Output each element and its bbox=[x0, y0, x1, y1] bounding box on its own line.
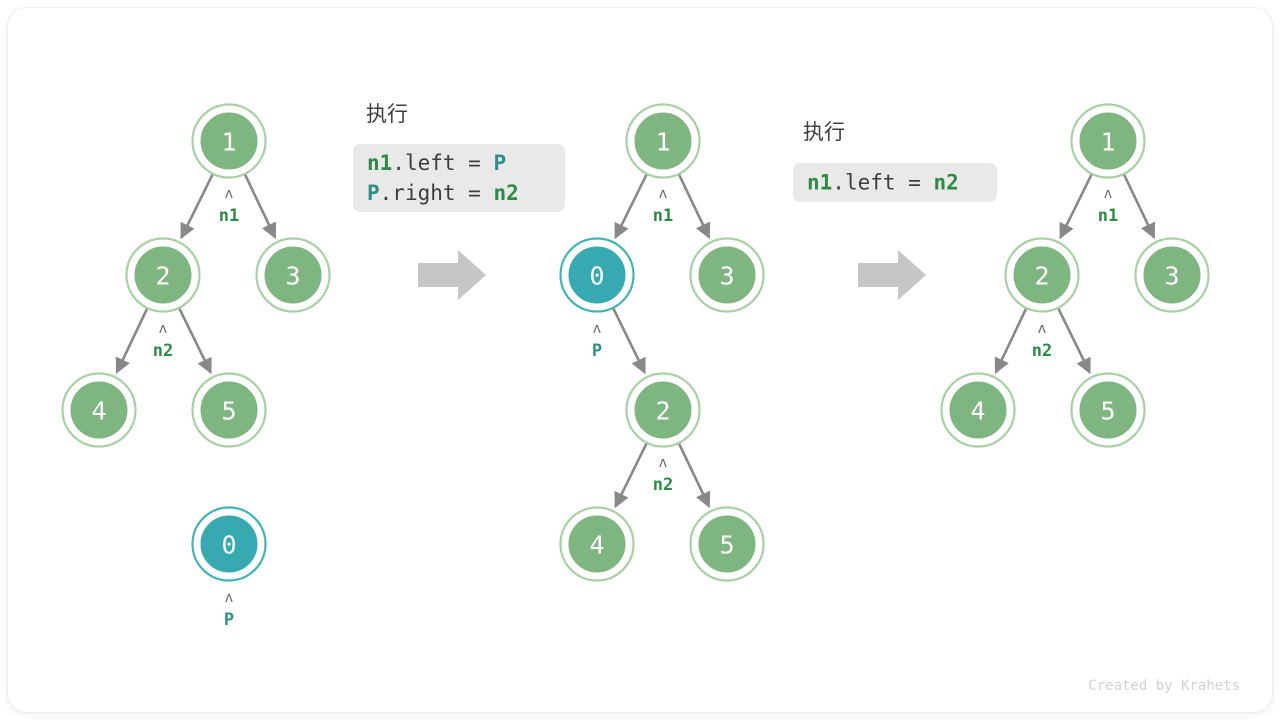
pointer-caret-icon: ʌ bbox=[1104, 186, 1112, 202]
pointer-label: P bbox=[224, 610, 234, 630]
node-value: 4 bbox=[970, 397, 985, 426]
tree-node-1: 1 bbox=[191, 103, 267, 179]
tree-node-4: 4 bbox=[940, 372, 1016, 448]
pointer-label: n1 bbox=[219, 206, 239, 226]
tree-node-4: 4 bbox=[559, 506, 635, 582]
node-value: 0 bbox=[589, 262, 604, 291]
node-layer: 1 2 3 4 5 0 1 0 3 2 4 5 1 2 3 4 5 bbox=[61, 103, 1210, 582]
pointer-n2: ʌ n2 bbox=[1032, 321, 1052, 361]
node-value: 5 bbox=[719, 531, 734, 560]
node-value: 2 bbox=[1034, 262, 1049, 291]
tree-edge bbox=[243, 174, 277, 239]
tree-node-2: 2 bbox=[1004, 237, 1080, 313]
code-box bbox=[793, 163, 997, 202]
tree-node-1: 1 bbox=[625, 103, 701, 179]
tree-edge bbox=[614, 174, 648, 240]
node-value: 4 bbox=[589, 531, 604, 560]
step-arrow-1 bbox=[418, 250, 486, 300]
tree-node-5: 5 bbox=[689, 506, 765, 582]
pointer-n1: ʌ n1 bbox=[653, 186, 673, 226]
pointer-label: n2 bbox=[153, 341, 173, 361]
tree-edge bbox=[614, 443, 648, 509]
pointer-p: ʌP bbox=[224, 590, 234, 630]
node-value: 2 bbox=[155, 262, 170, 291]
node-value: 4 bbox=[91, 397, 106, 426]
pointer-label: n2 bbox=[1032, 341, 1052, 361]
node-value: 3 bbox=[719, 262, 734, 291]
tree-edge bbox=[180, 174, 214, 240]
pointer-caret-icon: ʌ bbox=[225, 186, 233, 202]
watermark-text: Created by Krahets bbox=[1088, 678, 1240, 694]
pointer-caret-icon: ʌ bbox=[159, 321, 167, 337]
tree-edge bbox=[677, 174, 711, 239]
tree-node-0: 0 bbox=[559, 237, 635, 313]
pointer-label: n2 bbox=[653, 475, 673, 495]
tree-edge bbox=[1059, 174, 1093, 240]
execute-label: 执行 bbox=[803, 120, 845, 144]
tree-edge bbox=[677, 443, 711, 508]
pointer-label: n1 bbox=[1098, 206, 1118, 226]
tree-node-5: 5 bbox=[1070, 372, 1146, 448]
code-line: P.right = n2 bbox=[367, 181, 519, 205]
node-value: 1 bbox=[1100, 128, 1115, 157]
tree-node-2: 2 bbox=[125, 237, 201, 313]
tree-edge bbox=[994, 308, 1028, 374]
node-value: 1 bbox=[221, 128, 236, 157]
tree-node-0: 0 bbox=[191, 506, 267, 582]
pointer-n1: ʌ n1 bbox=[219, 186, 239, 226]
tree-node-1: 1 bbox=[1070, 103, 1146, 179]
pointer-n2: ʌ n2 bbox=[153, 321, 173, 361]
node-value: 0 bbox=[221, 531, 236, 560]
edge-layer bbox=[115, 174, 1156, 509]
execute-label: 执行 bbox=[366, 102, 408, 126]
pointer-p: ʌP bbox=[592, 321, 602, 361]
pointer-label: P bbox=[592, 341, 602, 361]
tree-node-2: 2 bbox=[625, 372, 701, 448]
pointer-caret-icon: ʌ bbox=[659, 455, 667, 471]
code-line: n1.left = n2 bbox=[807, 171, 959, 195]
pointer-caret-icon: ʌ bbox=[593, 321, 601, 337]
code-line: n1.left = P bbox=[367, 151, 506, 175]
node-value: 3 bbox=[285, 262, 300, 291]
step-arrow-layer bbox=[418, 250, 926, 300]
pointer-label: n1 bbox=[653, 206, 673, 226]
node-value: 1 bbox=[655, 128, 670, 157]
code-box bbox=[353, 144, 565, 212]
tree-node-3: 3 bbox=[1134, 237, 1210, 313]
pointer-caret-icon: ʌ bbox=[1038, 321, 1046, 337]
tree-edge bbox=[178, 308, 212, 375]
node-value: 5 bbox=[1100, 397, 1115, 426]
tree-node-5: 5 bbox=[191, 372, 267, 448]
pointer-n2: ʌ n2 bbox=[653, 455, 673, 495]
pointer-caret-icon: ʌ bbox=[659, 186, 667, 202]
tree-edge bbox=[1122, 174, 1156, 239]
tree-node-3: 3 bbox=[689, 237, 765, 313]
tree-edge bbox=[1057, 308, 1091, 375]
node-value: 3 bbox=[1164, 262, 1179, 291]
code-layer: 执行 n1.left = P P.right = n2 执行 n1.left = n2 bbox=[353, 102, 997, 212]
step-arrow-2 bbox=[858, 250, 926, 300]
pointer-caret-icon: ʌ bbox=[225, 590, 233, 606]
node-value: 5 bbox=[221, 397, 236, 426]
pointer-n1: ʌ n1 bbox=[1098, 186, 1118, 226]
tree-edge bbox=[115, 308, 149, 374]
tree-node-4: 4 bbox=[61, 372, 137, 448]
tree-edge bbox=[612, 308, 646, 375]
tree-node-3: 3 bbox=[255, 237, 331, 313]
node-value: 2 bbox=[655, 397, 670, 426]
